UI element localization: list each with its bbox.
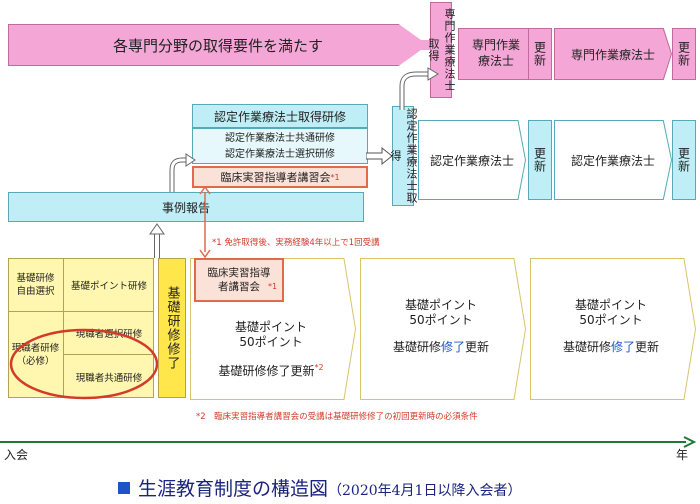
axis-label-join: 入会 [4, 448, 29, 462]
small-lecture-box: 臨床実習指導者講習会 [194, 258, 284, 302]
timeline-axis [0, 436, 697, 448]
points-stage-2 [360, 258, 526, 400]
nintei-acquire-vertical: 認定作業療法士取得 [389, 106, 418, 206]
note-1: *1 免許取得後、実務経験4年以上で1回受講 [212, 238, 380, 248]
nintei-flow-arrow [366, 146, 393, 166]
nintei-elective-training: 認定作業療法士選択研修 [225, 149, 335, 160]
senmon-stage-2: 専門作業療法士 [554, 28, 672, 80]
nintei-stage-1-label: 認定作業療法士 [429, 153, 514, 168]
nintei-training-title: 認定作業療法士取得研修 [192, 104, 368, 128]
basic-training-complete: 基礎研修修了 [158, 258, 186, 398]
nintei-renew-2: 更新 [672, 120, 696, 200]
grid-cell-free-choice: 基礎研修 自由選択 [8, 258, 64, 312]
nintei-stage-1: 認定作業療法士 [418, 120, 526, 200]
lecture-link-arrow [199, 186, 211, 258]
points-stage-1-line1: 基礎ポイント [234, 320, 307, 334]
required-highlight-ellipse [9, 328, 159, 400]
upgrade-arrow [399, 67, 439, 110]
points-stage-1-text: 基礎ポイント 50ポイント 基礎研修修了更新*2 [196, 320, 346, 379]
nintei-stage-2: 認定作業療法士 [554, 120, 672, 200]
senmon-acquire-vertical: 専門作業療法士取得 [427, 2, 456, 98]
grid-cell-point-training: 基礎ポイント研修 [64, 258, 154, 312]
pink-connector [400, 40, 430, 50]
points-stage-3-line2: 50ポイント [579, 313, 643, 327]
senmon-renew-2: 更新 [672, 28, 696, 80]
points-stage-1-line2: 50ポイント [239, 335, 303, 349]
caption-square-icon [118, 482, 130, 494]
requirements-bar-label: 各専門分野の取得要件を満たす [112, 36, 323, 55]
caption-subtitle: （2020年4月1日以降入会者） [328, 483, 522, 499]
grid-cell-current-staff: 現職者研修 （必修） [8, 312, 64, 398]
case-report-bar: 事例報告 [8, 192, 364, 222]
nintei-renew-1: 更新 [528, 120, 552, 200]
note-2: *2 臨床実習指導者講習会の受講は基礎研修修了の初回更新時の必須条件 [196, 412, 478, 422]
points-stage-2-line2: 50ポイント [409, 313, 473, 327]
senmon-renew-1: 更新 [528, 28, 552, 80]
nintei-training-body: 認定作業療法士共通研修 認定作業療法士選択研修 [192, 128, 368, 164]
requirements-bar: 各専門分野の取得要件を満たす [8, 24, 428, 66]
points-stage-3 [530, 258, 696, 400]
points-stage-2-line1: 基礎ポイント [404, 298, 477, 312]
caption-title: 生涯教育制度の構造図 [138, 478, 329, 500]
senmon-stage-1: 専門作業療法士 [458, 28, 534, 80]
nintei-stage-2-label: 認定作業療法士 [570, 153, 655, 168]
small-lecture-mark: *1 [268, 282, 278, 291]
points-stage-3-line1: 基礎ポイント [574, 298, 647, 312]
grid-to-case-arrow [149, 223, 165, 258]
caption: 生涯教育制度の構造図（2020年4月1日以降入会者） [118, 474, 638, 501]
grid-cell-common: 現職者共通研修 [75, 372, 143, 384]
points-stage-3-text: 基礎ポイント 50ポイント 基礎研修修了更新 [536, 298, 686, 355]
senmon-stage-2-label: 専門作業療法士 [570, 47, 655, 62]
clinical-lecture-box: 臨床実習指導者講習会*1 [192, 166, 368, 188]
grid-cell-elective: 現職者選択研修 [64, 312, 154, 355]
senmon-stage-1-label: 専門作業療法士 [471, 38, 520, 68]
points-stage-2-text: 基礎ポイント 50ポイント 基礎研修修了更新 [366, 298, 516, 355]
axis-label-year: 年 [676, 448, 689, 462]
case-to-nintei-arrow [169, 153, 196, 194]
nintei-common-training: 認定作業療法士共通研修 [225, 133, 335, 144]
